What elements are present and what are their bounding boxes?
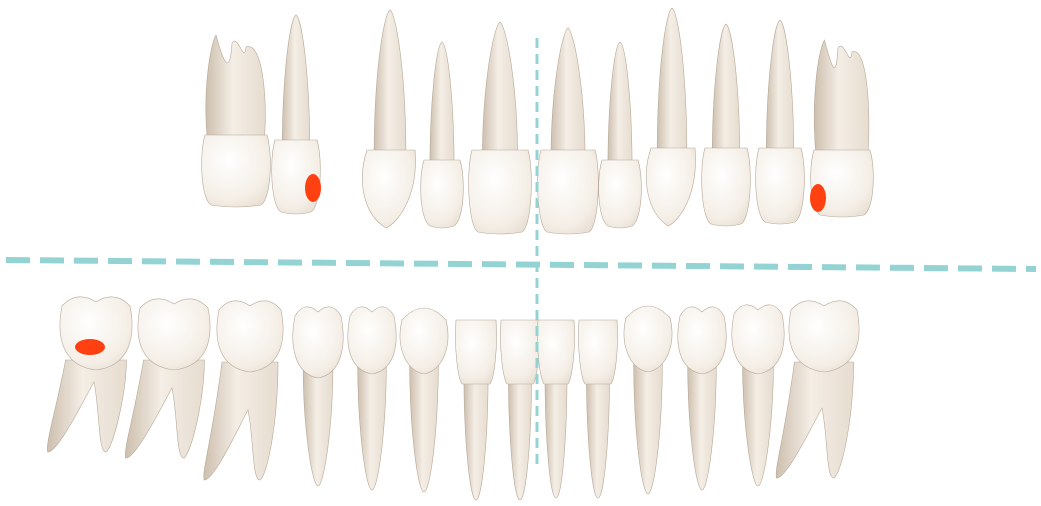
tooth-lower-l14-root (776, 362, 853, 478)
tooth-upper-u8-crown (646, 148, 695, 226)
tooth-upper-u9 (702, 24, 751, 226)
tooth-lower-l12 (678, 307, 726, 490)
tooth-upper-u3-root (374, 10, 406, 160)
tooth-lower-l10 (578, 320, 617, 498)
tooth-lower-l10-root (586, 374, 609, 498)
marker-u2 (305, 174, 321, 202)
tooth-lower-l9-root (545, 374, 567, 498)
tooth-lower-l8-root (508, 374, 531, 500)
tooth-upper-u5-crown (469, 150, 532, 234)
tooth-lower-l14 (776, 301, 859, 478)
tooth-lower-l12-root (688, 364, 717, 490)
tooth-upper-u6 (538, 28, 599, 234)
tooth-lower-l14-crown (789, 301, 859, 372)
tooth-upper-u4 (421, 42, 464, 228)
tooth-lower-l7-crown (455, 320, 496, 384)
tooth-upper-u9-crown (702, 148, 751, 226)
tooth-lower-l7 (455, 320, 496, 500)
tooth-upper-u1-crown (202, 135, 271, 207)
tooth-lower-l9-crown (537, 320, 574, 384)
tooth-lower-l4-crown (293, 307, 343, 378)
tooth-lower-l2-crown (138, 299, 210, 370)
tooth-lower-l13-root (743, 364, 774, 486)
horizontal-guide-line (6, 260, 1036, 269)
tooth-lower-l3 (204, 301, 283, 480)
marker-l1 (75, 339, 105, 355)
tooth-upper-u10 (756, 20, 805, 224)
tooth-lower-l3-crown (217, 301, 283, 372)
tooth-upper-u4-crown (421, 160, 464, 228)
tooth-upper-u6-crown (538, 150, 599, 234)
tooth-lower-l8 (500, 320, 539, 500)
tooth-lower-l11 (624, 306, 672, 494)
tooth-upper-u6-root (551, 28, 585, 160)
tooth-lower-l9 (537, 320, 574, 498)
tooth-upper-u1-root (206, 35, 265, 145)
tooth-upper-u7 (599, 42, 642, 228)
tooth-upper-u10-crown (756, 148, 805, 224)
tooth-lower-l1-root (47, 360, 126, 452)
tooth-lower-l4 (293, 307, 343, 486)
tooth-lower-l5 (348, 307, 396, 490)
tooth-lower-l6-root (410, 364, 439, 492)
tooth-upper-u3-crown (362, 150, 415, 228)
marker-u11 (810, 184, 826, 212)
tooth-upper-u8-root (657, 8, 687, 158)
tooth-upper-u5 (469, 22, 532, 234)
tooth-lower-l5-crown (348, 307, 396, 374)
tooth-upper-u11-root (814, 40, 869, 160)
tooth-upper-u3 (362, 10, 415, 228)
tooth-upper-u9-root (712, 24, 740, 158)
tooth-lower-l6-crown (400, 308, 448, 374)
tooth-lower-l8-crown (500, 320, 539, 384)
tooth-lower-l13 (732, 305, 784, 486)
tooth-lower-l7-root (464, 374, 488, 500)
tooth-upper-u4-root (430, 42, 454, 170)
tooth-lower-l3-root (204, 362, 278, 480)
tooth-upper-u2-root (282, 15, 310, 150)
tooth-upper-u5-root (482, 22, 517, 160)
tooth-lower-l2 (125, 299, 210, 458)
tooth-lower-l10-crown (578, 320, 617, 384)
tooth-lower-l1 (47, 297, 132, 452)
tooth-lower-l6 (400, 308, 448, 492)
tooth-lower-l11-crown (624, 306, 672, 372)
lower-arch (47, 297, 859, 500)
tooth-lower-l11-root (634, 362, 663, 494)
tooth-upper-u8 (646, 8, 695, 226)
tooth-lower-l12-crown (678, 307, 726, 374)
tooth-lower-l13-crown (732, 305, 784, 374)
tooth-lower-l2-root (125, 360, 204, 458)
tooth-upper-u10-root (766, 20, 794, 158)
tooth-lower-l1-crown (60, 297, 132, 370)
tooth-upper-u7-crown (599, 160, 642, 228)
tooth-lower-l4-root (303, 368, 333, 486)
tooth-upper-u1 (202, 35, 271, 207)
tooth-lower-l5-root (358, 364, 387, 490)
tooth-upper-u7-root (608, 42, 632, 170)
